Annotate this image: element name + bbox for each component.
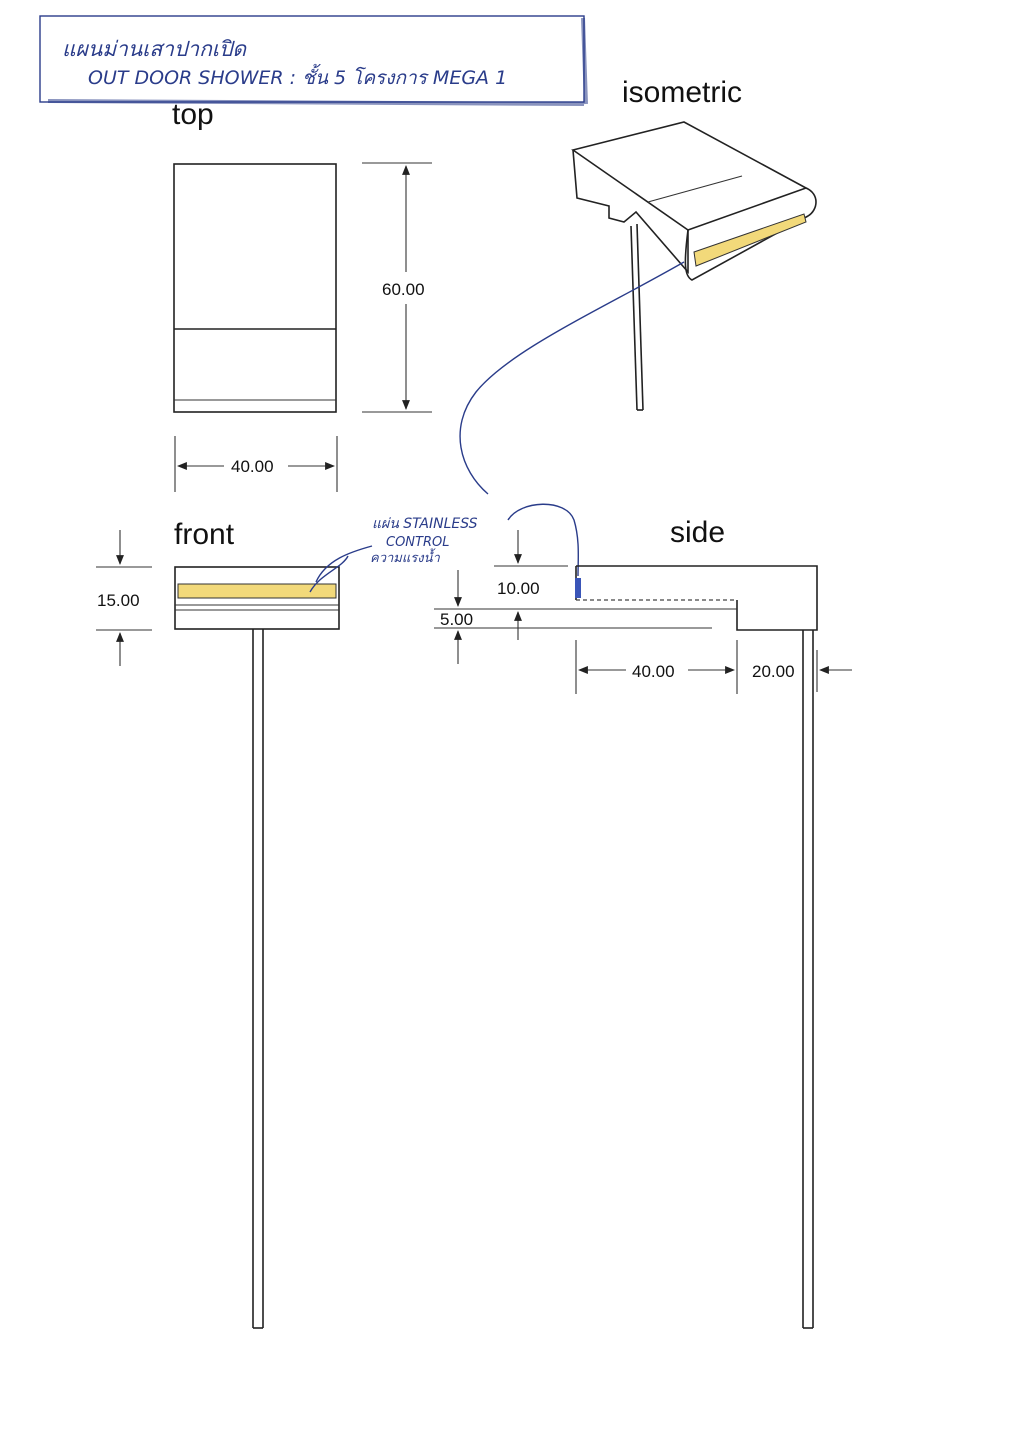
front-pen-hook <box>309 555 349 593</box>
annotation-leader-front <box>315 545 373 583</box>
front-yellow-panel <box>177 583 337 599</box>
isometric-view: isometric <box>571 76 817 411</box>
iso-top-face <box>571 121 808 231</box>
top-view-label: top <box>172 98 214 131</box>
isometric-view-label: isometric <box>622 76 742 109</box>
side-body-outline <box>576 565 818 631</box>
top-view: top 60.00 40.00 <box>172 98 432 492</box>
title-box-shadow <box>47 99 585 106</box>
annotation-leader-side <box>507 503 580 577</box>
annotation: แผ่น STAINLESS CONTROL ความแรงน้ำ <box>315 503 580 583</box>
title-box-shadow-side <box>581 17 588 105</box>
dim-top-height: 60.00 <box>382 280 425 299</box>
iso-post-left <box>630 225 638 411</box>
top-view-outline <box>173 163 337 413</box>
side-view: side 10.00 5.00 40.00 20.00 <box>434 516 852 1329</box>
dim-front-height: 15.00 <box>97 591 140 610</box>
dim-side-lower: 5.00 <box>440 610 473 629</box>
title-line-2: OUT DOOR SHOWER : ชั้น 5 โครงการ MEGA 1 <box>88 63 507 89</box>
front-view: front 15.00 <box>96 518 349 1329</box>
title-line-1: แผนม่านเสาปากเปิด <box>62 37 247 61</box>
iso-top-division <box>647 175 743 203</box>
leader-curve <box>459 261 685 495</box>
dim-top-width: 40.00 <box>231 457 274 476</box>
iso-yellow-panel <box>693 213 807 267</box>
iso-left-face <box>572 149 689 275</box>
annotation-line-1: แผ่น STAINLESS <box>372 516 478 532</box>
iso-front-edge <box>684 187 817 281</box>
title-box: แผนม่านเสาปากเปิด OUT DOOR SHOWER : ชั้น… <box>39 15 588 106</box>
front-view-label: front <box>174 518 235 551</box>
side-view-label: side <box>670 516 725 549</box>
dim-side-depth: 40.00 <box>632 662 675 681</box>
front-view-outline <box>174 566 340 630</box>
annotation-line-3: ความแรงน้ำ <box>370 548 440 566</box>
annotation-line-2: CONTROL <box>386 535 449 550</box>
dim-side-upper: 10.00 <box>497 579 540 598</box>
side-stainless-plate <box>575 578 581 598</box>
dim-side-post: 20.00 <box>752 662 795 681</box>
iso-post-right <box>636 223 644 411</box>
